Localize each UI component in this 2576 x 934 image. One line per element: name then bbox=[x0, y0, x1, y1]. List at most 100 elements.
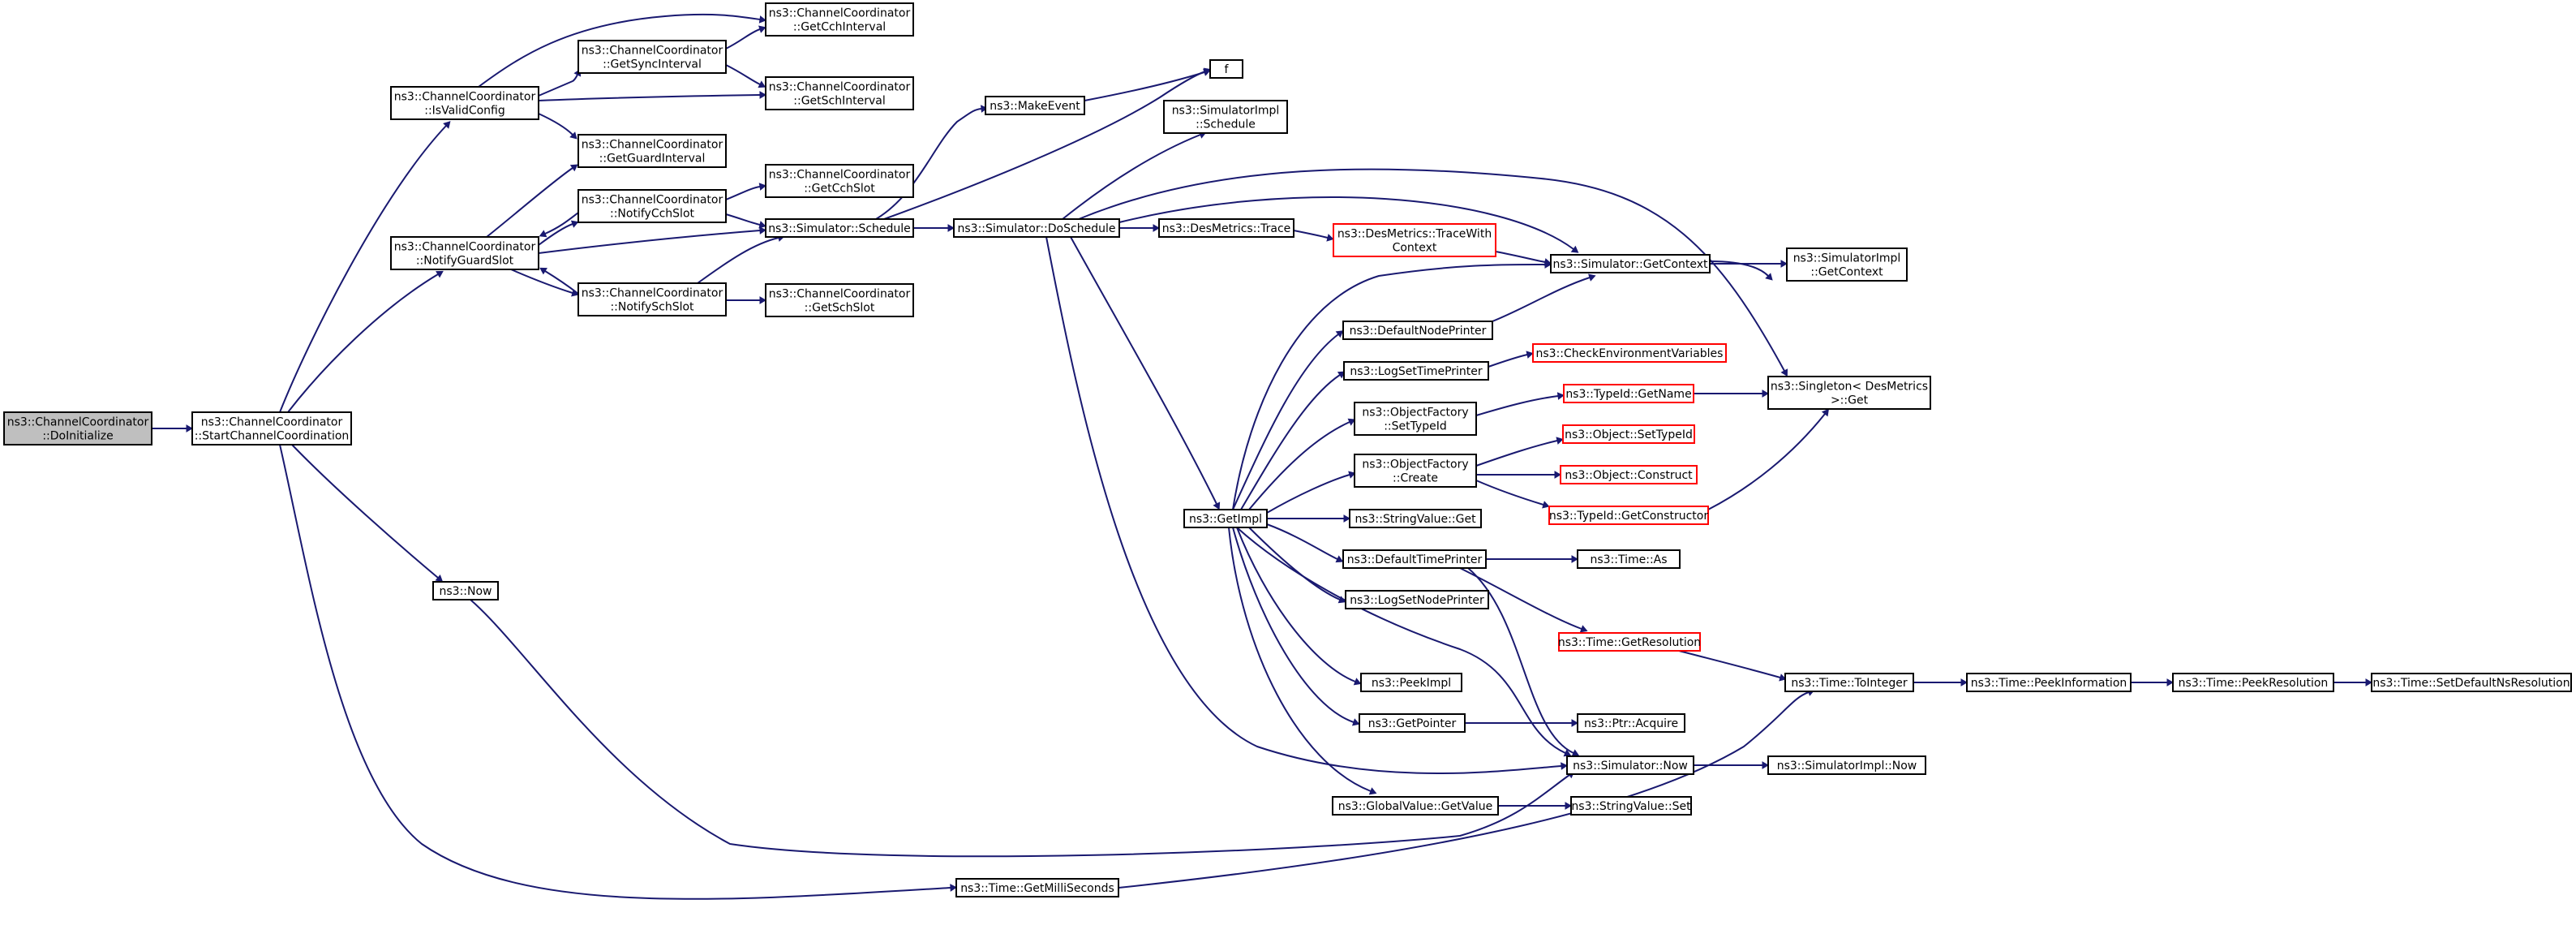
node-label-line: ns3::DesMetrics::TraceWith bbox=[1337, 228, 1492, 241]
node-notcch[interactable]: ns3::ChannelCoordinator::NotifyCchSlot bbox=[577, 189, 727, 223]
edge-getcons-to-singleton bbox=[1707, 408, 1830, 510]
node-box bbox=[1342, 321, 1493, 340]
edge-getimpl-to-getptr bbox=[1232, 527, 1360, 726]
node-gvget[interactable]: ns3::GlobalValue::GetValue bbox=[1332, 796, 1499, 816]
node-strget[interactable]: ns3::StringValue::Get bbox=[1349, 509, 1482, 528]
edge-line bbox=[470, 599, 1570, 858]
node-getguard[interactable]: ns3::ChannelCoordinator::GetGuardInterva… bbox=[577, 134, 727, 168]
edge-getimpl-to-getctx bbox=[1232, 260, 1552, 510]
edge-arrowhead bbox=[1347, 418, 1356, 426]
node-getname[interactable]: ns3::TypeId::GetName bbox=[1563, 384, 1694, 403]
edge-arrowhead bbox=[950, 884, 957, 892]
edge-arrowhead bbox=[1542, 501, 1550, 509]
node-simnow[interactable]: ns3::Simulator::Now bbox=[1566, 755, 1694, 775]
node-doinit[interactable]: ns3::ChannelCoordinator::DoInitialize bbox=[3, 411, 152, 445]
edge-ofcreate-to-objconst bbox=[1476, 471, 1562, 479]
node-implsched[interactable]: ns3::SimulatorImpl::Schedule bbox=[1163, 100, 1288, 134]
node-box bbox=[1532, 343, 1727, 363]
node-getcchint[interactable]: ns3::ChannelCoordinator::GetCchInterval bbox=[765, 2, 914, 37]
node-label-line: ::GetContext bbox=[1810, 266, 1883, 279]
edge-arrowhead bbox=[1571, 555, 1579, 563]
node-box bbox=[1342, 549, 1487, 569]
edge-line bbox=[1488, 354, 1528, 368]
node-makeevent[interactable]: ns3::MakeEvent bbox=[985, 96, 1085, 115]
node-defnode[interactable]: ns3::DefaultNodePrinter bbox=[1342, 321, 1493, 340]
edge-line bbox=[538, 74, 578, 97]
node-deftime[interactable]: ns3::DefaultTimePrinter bbox=[1342, 549, 1487, 569]
node-getcchslot[interactable]: ns3::ChannelCoordinator::GetCchSlot bbox=[765, 164, 914, 198]
node-lognode[interactable]: ns3::LogSetNodePrinter bbox=[1345, 590, 1489, 609]
node-now[interactable]: ns3::Now bbox=[432, 581, 499, 600]
node-dosched[interactable]: ns3::Simulator::DoSchedule bbox=[953, 218, 1120, 238]
edge-arrowhead bbox=[1821, 408, 1830, 417]
node-ptracq[interactable]: ns3::Ptr::Acquire bbox=[1577, 713, 1685, 733]
edge-arrowhead bbox=[1571, 719, 1579, 727]
edge-line bbox=[725, 28, 761, 49]
edge-getname-to-singleton bbox=[1694, 390, 1770, 398]
edge-arrowhead bbox=[758, 221, 766, 229]
edge-arrowhead bbox=[539, 230, 547, 238]
node-getctx[interactable]: ns3::Simulator::GetContext bbox=[1550, 254, 1711, 273]
node-strset[interactable]: ns3::StringValue::Set bbox=[1570, 796, 1692, 816]
node-getschslot[interactable]: ns3::ChannelCoordinator::GetSchSlot bbox=[765, 283, 914, 317]
node-checkenv[interactable]: ns3::CheckEnvironmentVariables bbox=[1532, 343, 1727, 363]
node-implctx[interactable]: ns3::SimulatorImpl::GetContext bbox=[1786, 247, 1908, 282]
node-ofsettid[interactable]: ns3::ObjectFactory::SetTypeId bbox=[1354, 402, 1477, 436]
node-simsched[interactable]: ns3::Simulator::Schedule bbox=[765, 218, 914, 238]
edge-peekres-to-setdefns bbox=[2333, 678, 2373, 687]
node-isvalid[interactable]: ns3::ChannelCoordinator::IsValidConfig bbox=[390, 86, 539, 120]
node-notguard[interactable]: ns3::ChannelCoordinator::NotifyGuardSlot bbox=[390, 236, 539, 270]
node-logtime[interactable]: ns3::LogSetTimePrinter bbox=[1343, 361, 1489, 381]
node-ofcreate[interactable]: ns3::ObjectFactory::Create bbox=[1354, 454, 1477, 488]
edge-arrowhead bbox=[1556, 392, 1565, 400]
node-getschint[interactable]: ns3::ChannelCoordinator::GetSchInterval bbox=[765, 76, 914, 110]
node-setdefns[interactable]: ns3::Time::SetDefaultNsResolution bbox=[2371, 673, 2572, 692]
edge-arrowhead bbox=[1351, 718, 1360, 726]
node-getres[interactable]: ns3::Time::GetResolution bbox=[1558, 632, 1701, 652]
node-getcons[interactable]: ns3::TypeId::GetConstructor bbox=[1548, 506, 1709, 525]
node-label-line: ns3::Time::GetMilliSeconds bbox=[960, 882, 1114, 895]
node-box bbox=[2172, 673, 2334, 692]
edge-arrowhead bbox=[569, 131, 577, 140]
edge-line bbox=[1248, 421, 1350, 510]
node-toint[interactable]: ns3::Time::ToInteger bbox=[1784, 673, 1914, 692]
edge-dosched-to-singleton bbox=[1078, 168, 1788, 377]
edge-dosched-to-simnow bbox=[1045, 236, 1568, 774]
node-notsch[interactable]: ns3::ChannelCoordinator::NotifySchSlot bbox=[577, 282, 727, 316]
edge-line bbox=[1078, 168, 1785, 372]
node-getms[interactable]: ns3::Time::GetMilliSeconds bbox=[955, 878, 1119, 897]
edge-gvget-to-strset bbox=[1498, 802, 1573, 810]
edge-line bbox=[1248, 527, 1341, 600]
node-box bbox=[577, 134, 727, 168]
node-box bbox=[1360, 673, 1462, 692]
node-label-line: ns3::Time::As bbox=[1590, 553, 1667, 566]
node-peekres[interactable]: ns3::Time::PeekResolution bbox=[2172, 673, 2334, 692]
node-objconst[interactable]: ns3::Object::Construct bbox=[1560, 465, 1698, 484]
edge-line bbox=[478, 13, 761, 88]
edge-arrowhead bbox=[539, 267, 547, 275]
node-getimpl[interactable]: ns3::GetImpl bbox=[1183, 509, 1268, 528]
node-box bbox=[1183, 509, 1268, 528]
node-getptr[interactable]: ns3::GetPointer bbox=[1359, 713, 1466, 733]
node-label-line: ns3::TypeId::GetName bbox=[1565, 388, 1691, 401]
edge-line bbox=[1240, 374, 1341, 510]
node-singleton[interactable]: ns3::Singleton< DesMetrics >::Get bbox=[1767, 376, 1931, 410]
edge-isvalid-to-getschint bbox=[538, 91, 767, 101]
edge-ofcreate-to-objsettid bbox=[1475, 437, 1564, 467]
node-objsettid[interactable]: ns3::Object::SetTypeId bbox=[1562, 424, 1695, 444]
node-box bbox=[1209, 59, 1243, 79]
node-label-line: ns3::Simulator::Schedule bbox=[768, 222, 911, 235]
edge-simsched-to-f bbox=[883, 67, 1212, 220]
node-implnow[interactable]: ns3::SimulatorImpl::Now bbox=[1767, 755, 1926, 775]
node-peekinfo[interactable]: ns3::Time::PeekInformation bbox=[1966, 673, 2132, 692]
node-label-line: ns3::Time::PeekResolution bbox=[2179, 677, 2329, 690]
node-startcc[interactable]: ns3::ChannelCoordinator::StartChannelCoo… bbox=[191, 411, 352, 445]
node-destrace[interactable]: ns3::DesMetrics::Trace bbox=[1158, 218, 1294, 238]
node-peekimpl[interactable]: ns3::PeekImpl bbox=[1360, 673, 1462, 692]
node-timeas[interactable]: ns3::Time::As bbox=[1577, 549, 1681, 569]
node-f[interactable]: f bbox=[1209, 59, 1243, 79]
node-box bbox=[1566, 755, 1694, 775]
node-getsync[interactable]: ns3::ChannelCoordinator::GetSyncInterval bbox=[577, 40, 727, 74]
edge-line bbox=[486, 167, 573, 238]
